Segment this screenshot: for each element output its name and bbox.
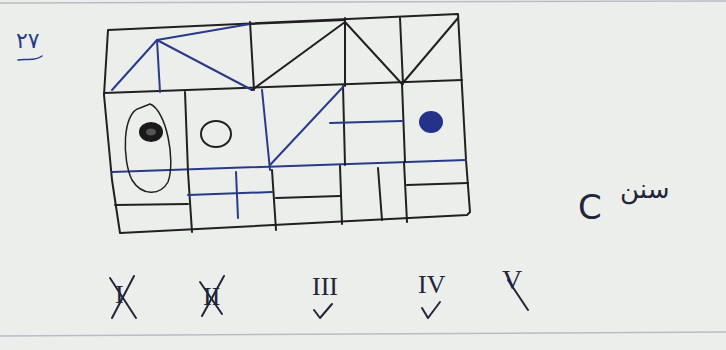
cell-line — [276, 196, 340, 198]
choice-numeral: IV — [418, 272, 445, 298]
cell-line — [378, 168, 382, 220]
cell-line — [188, 172, 192, 232]
cell-line — [157, 40, 160, 92]
answer-letter: C — [578, 190, 602, 224]
cell-line — [185, 92, 188, 172]
loop-outline — [125, 104, 171, 192]
row-line — [112, 160, 466, 172]
number-underline — [18, 56, 42, 60]
cross-mark — [110, 278, 136, 318]
cell-line — [188, 192, 272, 195]
cell-line — [262, 90, 270, 170]
check-mark — [314, 304, 332, 318]
page-rule — [0, 332, 726, 336]
blue-circle — [420, 112, 442, 132]
cell-line — [407, 183, 468, 185]
triangle-line — [252, 18, 458, 90]
choice-numeral: III — [312, 274, 338, 300]
triangle-line — [157, 24, 250, 40]
open-circle — [201, 121, 231, 147]
cell-line — [402, 84, 405, 162]
cell-line — [343, 86, 345, 165]
triangle-line — [250, 20, 345, 24]
cross-mark — [202, 276, 224, 316]
cell-line — [115, 204, 188, 205]
page-rule — [0, 1, 726, 3]
row-line — [104, 80, 462, 93]
question-number: ٢٧ — [16, 30, 40, 52]
cell-line — [272, 170, 276, 230]
diagonal-line — [270, 87, 343, 165]
cell-line — [400, 18, 403, 84]
filled-circle — [140, 123, 162, 141]
cell-line — [340, 166, 342, 224]
cell-line — [344, 18, 346, 86]
choice-numeral: I — [115, 282, 124, 308]
answer-note: سنن — [620, 176, 669, 202]
cell-line — [404, 162, 407, 222]
cell-line — [236, 172, 238, 218]
choice-numeral: V — [502, 266, 522, 294]
cross-mark — [112, 276, 134, 318]
grid-frame — [104, 14, 470, 233]
triangle-line — [112, 40, 252, 90]
cell-line — [330, 121, 402, 123]
cross-mark — [200, 282, 222, 314]
check-mark — [422, 302, 440, 318]
choice-numeral: II — [203, 284, 220, 310]
filled-circle-shine — [146, 129, 156, 136]
cell-line — [250, 22, 254, 90]
